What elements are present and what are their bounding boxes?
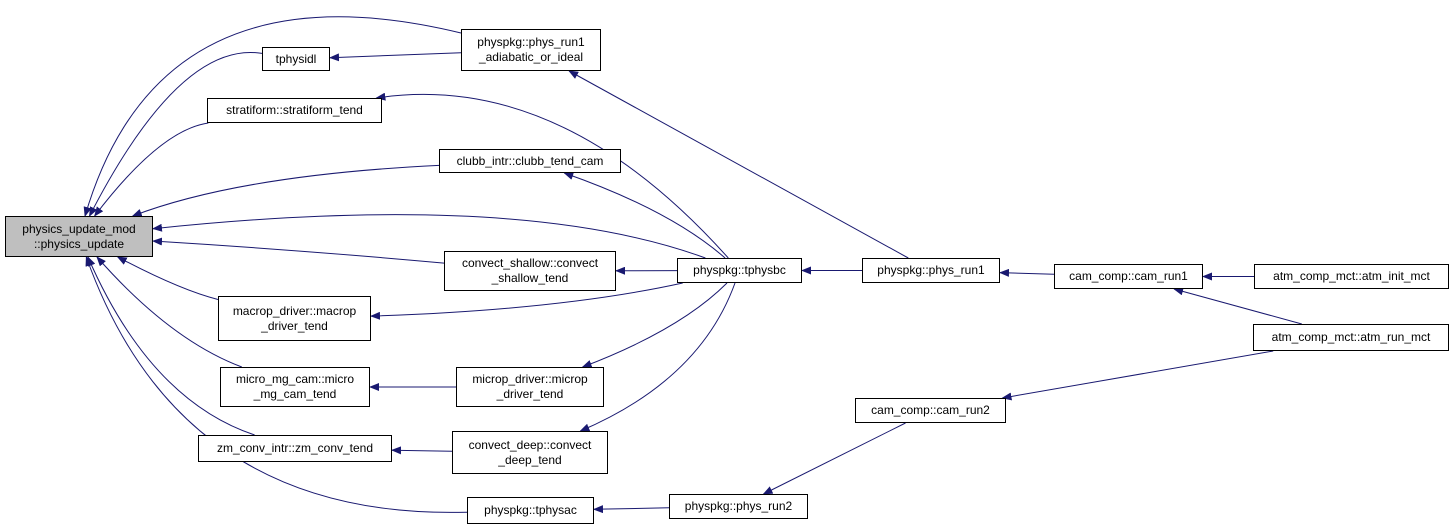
node-label-line: _shallow_tend bbox=[491, 271, 569, 285]
node-convdeep[interactable]: convect_deep::convect_deep_tend bbox=[452, 431, 608, 474]
node-physrun1adi[interactable]: physpkg::phys_run1_adiabatic_or_ideal bbox=[461, 29, 601, 71]
node-label-line: macrop_driver::macrop bbox=[232, 303, 357, 318]
edge-convshallow-to-root bbox=[152, 237, 445, 264]
edge-convdeep-to-zmconv bbox=[391, 446, 453, 455]
edge-tphysbc-to-root bbox=[152, 214, 706, 259]
node-micromg[interactable]: micro_mg_cam::micro_mg_cam_tend bbox=[220, 367, 370, 407]
node-label-line: microp_driver::microp bbox=[472, 372, 588, 386]
edge-physrun2-to-tphysac bbox=[593, 505, 670, 514]
node-label-line: ::physics_update bbox=[33, 236, 125, 251]
edge-atmrun-to-camrun2 bbox=[1001, 350, 1274, 401]
node-macrop[interactable]: macrop_driver::macrop_driver_tend bbox=[218, 296, 371, 341]
edge-tphysbc-to-stratiform bbox=[375, 92, 729, 259]
node-camrun2[interactable]: cam_comp::cam_run2 bbox=[855, 398, 1006, 423]
edge-tphysbc-to-convdeep bbox=[579, 282, 736, 432]
node-label-line: clubb_intr::clubb_tend_cam bbox=[456, 153, 604, 168]
node-label-line: _driver_tend bbox=[496, 387, 564, 401]
node-label-line: physpkg::phys_run1 bbox=[877, 263, 985, 277]
node-label-line: cam_comp::cam_run1 bbox=[1069, 269, 1188, 283]
node-microp[interactable]: microp_driver::microp_driver_tend bbox=[456, 367, 604, 407]
node-zmconv[interactable]: zm_conv_intr::zm_conv_tend bbox=[198, 435, 392, 462]
edge-tphysbc-to-macrop bbox=[370, 282, 683, 320]
edge-physrun1adi-to-tphysidl bbox=[329, 52, 462, 62]
node-label-line: convect_deep::convect bbox=[468, 437, 592, 452]
node-physrun2[interactable]: physpkg::phys_run2 bbox=[669, 494, 808, 519]
node-label-line: physics_update_mod bbox=[22, 221, 136, 236]
edge-micromg-to-root bbox=[96, 256, 242, 368]
node-convshallow[interactable]: convect_shallow::convect_shallow_tend bbox=[444, 251, 616, 291]
edge-stratiform-to-root bbox=[93, 122, 209, 217]
node-label-line: stratiform::stratiform_tend bbox=[226, 103, 363, 117]
edge-camrun1-to-physrun1 bbox=[999, 268, 1055, 277]
node-camrun1[interactable]: cam_comp::cam_run1 bbox=[1054, 264, 1203, 289]
edge-atmrun-to-camrun1 bbox=[1173, 287, 1302, 325]
node-label-line: physpkg::tphysbc bbox=[693, 263, 786, 277]
node-stratiform[interactable]: stratiform::stratiform_tend bbox=[207, 98, 382, 123]
edge-clubb-to-root bbox=[131, 164, 440, 217]
edge-tphysbc-to-clubb bbox=[563, 172, 726, 259]
node-root: physics_update_mod::physics_update bbox=[5, 216, 153, 257]
node-label-line: _mg_cam_tend bbox=[253, 387, 337, 401]
node-tphysidl[interactable]: tphysidl bbox=[262, 47, 330, 71]
edge-macrop-to-root bbox=[116, 256, 219, 300]
node-label-line: _driver_tend bbox=[261, 318, 328, 333]
node-label-line: physpkg::phys_run1 bbox=[477, 35, 585, 49]
node-label-line: atm_comp_mct::atm_run_mct bbox=[1271, 330, 1431, 344]
node-atminit[interactable]: atm_comp_mct::atm_init_mct bbox=[1254, 264, 1449, 289]
edge-tphysidl-to-root bbox=[89, 51, 263, 217]
edge-physrun1-to-physrun1adi bbox=[568, 70, 909, 259]
node-label-line: tphysidl bbox=[275, 51, 317, 66]
node-tphysac[interactable]: physpkg::tphysac bbox=[467, 497, 594, 524]
node-physrun1[interactable]: physpkg::phys_run1 bbox=[862, 258, 1000, 283]
node-label-line: cam_comp::cam_run2 bbox=[871, 403, 990, 417]
node-label-line: micro_mg_cam::micro bbox=[235, 372, 355, 386]
node-label-line: physpkg::tphysac bbox=[484, 503, 577, 517]
node-label-line: _deep_tend bbox=[498, 452, 562, 467]
node-label-line: physpkg::phys_run2 bbox=[684, 499, 793, 513]
node-label-line: _adiabatic_or_ideal bbox=[478, 50, 584, 64]
node-tphysbc[interactable]: physpkg::tphysbc bbox=[677, 258, 802, 283]
edge-camrun2-to-physrun2 bbox=[762, 422, 906, 495]
node-label-line: zm_conv_intr::zm_conv_tend bbox=[216, 441, 374, 455]
node-label-line: atm_comp_mct::atm_init_mct bbox=[1273, 269, 1430, 283]
edge-zmconv-to-root bbox=[87, 256, 255, 436]
node-atmrun[interactable]: atm_comp_mct::atm_run_mct bbox=[1253, 324, 1449, 351]
edge-physrun1adi-to-root bbox=[83, 16, 462, 217]
node-label-line: convect_shallow::convect bbox=[461, 256, 599, 270]
edge-tphysbc-to-microp bbox=[581, 282, 728, 368]
node-clubb[interactable]: clubb_intr::clubb_tend_cam bbox=[439, 149, 621, 173]
